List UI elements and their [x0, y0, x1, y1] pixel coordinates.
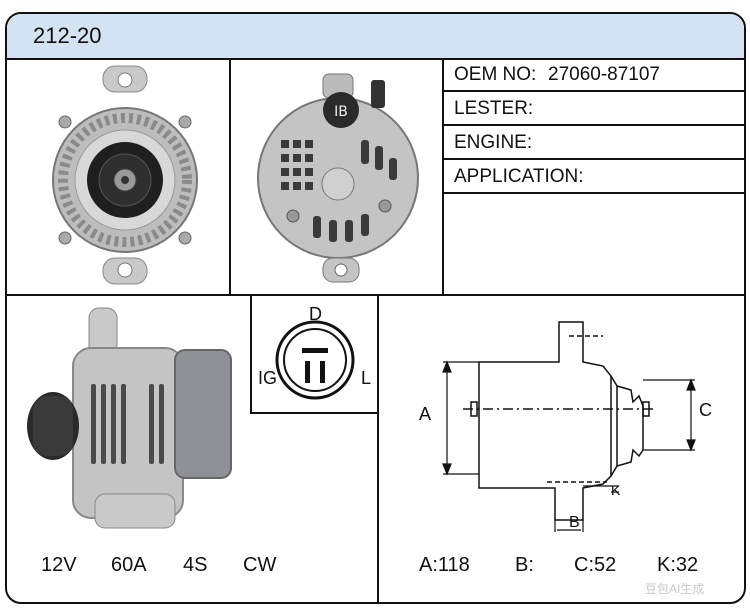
- divider: [444, 90, 744, 92]
- product-card: 212-20 OEM NO: 27060-87107 LESTER: ENGIN…: [5, 12, 746, 604]
- header-bar: 212-20: [7, 14, 744, 60]
- part-number-title: 212-20: [33, 23, 102, 48]
- plug-terminal-d: D: [309, 304, 322, 324]
- dimension-label-k: K: [611, 482, 621, 498]
- alternator-side-photo: [27, 307, 232, 529]
- engine-row: ENGINE:: [444, 126, 744, 158]
- oem-row: OEM NO: 27060-87107: [444, 58, 744, 90]
- divider: [444, 158, 744, 160]
- plug-terminal-ig: IG: [258, 368, 278, 388]
- alternator-front-photo: [52, 65, 198, 285]
- divider: [250, 296, 252, 414]
- dimension-drawing: [442, 321, 696, 532]
- spec-rotation: CW: [243, 554, 277, 576]
- dimension-c: C:52: [574, 554, 617, 576]
- dimension-label-b: B: [569, 514, 580, 531]
- plug-connector-diagram: [275, 320, 355, 400]
- svg-text:IB: IB: [334, 104, 348, 120]
- watermark: 豆包AI生成: [645, 582, 705, 596]
- engine-label: ENGINE:: [454, 132, 533, 153]
- oem-label: OEM NO:: [454, 64, 537, 85]
- divider: [444, 124, 744, 126]
- spec-groove: 4S: [183, 554, 208, 576]
- dimension-label-c: C: [699, 400, 712, 420]
- spec-voltage: 12V: [41, 554, 77, 576]
- oem-value: 27060-87107: [548, 64, 660, 85]
- application-row: APPLICATION:: [444, 160, 744, 192]
- dimension-label-a: A: [419, 404, 432, 424]
- application-label: APPLICATION:: [454, 166, 584, 187]
- plug-terminal-l: L: [361, 368, 372, 388]
- divider: [442, 58, 444, 296]
- divider: [229, 58, 231, 296]
- divider: [250, 412, 379, 414]
- spec-amperage: 60A: [111, 554, 147, 576]
- lester-row: LESTER:: [444, 92, 744, 124]
- dimension-k: K:32: [657, 554, 699, 576]
- alternator-rear-photo: IB: [257, 73, 419, 283]
- divider: [444, 192, 744, 194]
- dimension-a: A:118: [419, 554, 470, 576]
- divider: [7, 294, 744, 296]
- dimension-b: B:: [515, 554, 534, 576]
- lester-label: LESTER:: [454, 98, 534, 119]
- divider: [377, 296, 379, 602]
